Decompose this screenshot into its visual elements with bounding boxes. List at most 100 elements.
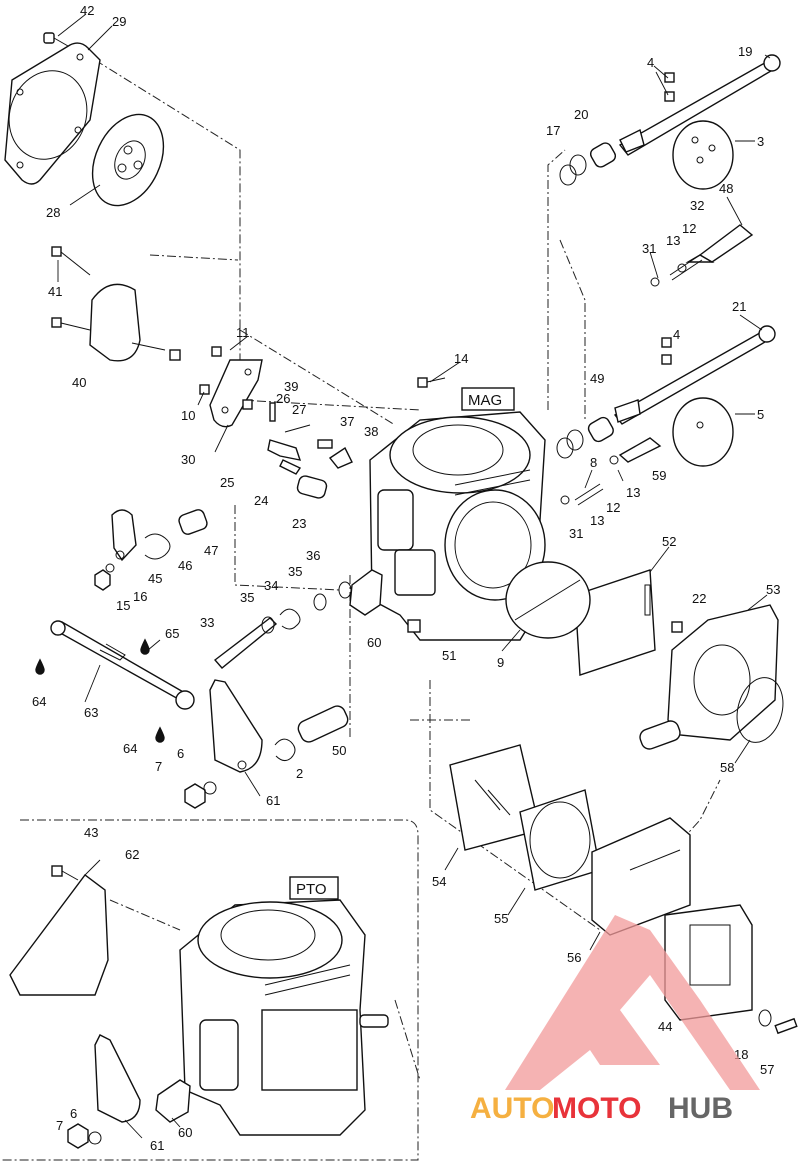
callout: 6: [177, 746, 184, 761]
callout: 12: [606, 500, 620, 515]
washer-18-screw-57: [758, 1009, 798, 1035]
callout: 13: [626, 485, 640, 500]
needle-59: [609, 437, 662, 465]
linkage-rod-63: [50, 620, 195, 710]
callout: 33: [200, 615, 214, 630]
callout: 35: [288, 564, 302, 579]
spring-12-lower: [560, 483, 604, 506]
callout: 39: [284, 379, 298, 394]
pto-inset-frame: [0, 819, 419, 1161]
callout: 31: [642, 241, 656, 256]
callout: 14: [454, 351, 468, 366]
callout: 3: [757, 134, 764, 149]
watermark-moto: MOTO: [552, 1092, 641, 1125]
callout: 32: [690, 198, 704, 213]
bushing-49: [587, 416, 614, 443]
throttle-plate-5: [672, 397, 734, 467]
pto-label: PTO: [296, 881, 327, 898]
grease-drops-64-65: [35, 638, 165, 743]
callout: 56: [567, 950, 581, 965]
callout: 64: [123, 741, 137, 756]
assembly-lines: [94, 59, 721, 1081]
oring-58: [736, 677, 784, 743]
callout: 55: [494, 911, 508, 926]
screws-41: [51, 246, 91, 331]
callout: 2: [296, 766, 303, 781]
filter-screen-9: [505, 561, 591, 639]
section-label-mag: MAG: [461, 387, 515, 411]
mag-label: MAG: [468, 392, 502, 409]
section-label-pto: PTO: [289, 876, 339, 900]
idle-screw-33-36: [213, 581, 352, 669]
callout: 60: [367, 635, 381, 650]
callout: 30: [181, 452, 195, 467]
callout: 28: [46, 205, 60, 220]
callout: 10: [181, 408, 195, 423]
callout: 34: [264, 578, 278, 593]
screw-42: [43, 32, 69, 47]
callout: 29: [112, 14, 126, 29]
callout: 43: [84, 825, 98, 840]
callout: 6: [70, 1106, 77, 1121]
throttle-plate-3: [672, 120, 734, 190]
callout: 59: [652, 468, 666, 483]
watermark-hub: HUB: [668, 1092, 733, 1125]
callout: 16: [133, 589, 147, 604]
choke-assembly-40: [89, 283, 181, 362]
callout-numbers: 42 29 28 41 40 11 10 30 39 26 27 37 38 2…: [32, 3, 780, 1153]
lever-assembly-45-47: [94, 509, 208, 591]
callout: 9: [497, 655, 504, 670]
callout: 7: [56, 1118, 63, 1133]
fuel-pump-cover-53: [639, 604, 779, 750]
callout: 4: [647, 55, 654, 70]
callout: 13: [590, 513, 604, 528]
bracket-62: [9, 865, 109, 996]
callout: 21: [732, 299, 746, 314]
callout: 36: [306, 548, 320, 563]
callout: 42: [80, 3, 94, 18]
callout: 61: [150, 1138, 164, 1153]
callout: 52: [662, 534, 676, 549]
callout: 31: [569, 526, 583, 541]
callout: 27: [292, 402, 306, 417]
watermark-logo: AUTO MOTO HUB: [470, 915, 760, 1125]
watermark-auto: AUTO: [470, 1092, 554, 1125]
callout: 35: [240, 590, 254, 605]
callout: 49: [590, 371, 604, 386]
callout: 46: [178, 558, 192, 573]
callout: 7: [155, 759, 162, 774]
diaphragm-cover-29: [4, 42, 101, 185]
throttle-lever-61: [184, 679, 296, 809]
callout-leaders: [57, 13, 771, 1139]
callout: 57: [760, 1062, 774, 1077]
throttle-lever-61-pto: [67, 1034, 141, 1149]
screw-14: [417, 377, 446, 388]
callout: 60: [178, 1125, 192, 1140]
callout: 47: [204, 543, 218, 558]
callout: 45: [148, 571, 162, 586]
callout: 65: [165, 626, 179, 641]
orings-8: [556, 429, 584, 459]
callout: 24: [254, 493, 268, 508]
bracket-60-pto: [155, 1079, 191, 1123]
callout: 20: [574, 107, 588, 122]
callout: 4: [673, 327, 680, 342]
callout: 40: [72, 375, 86, 390]
callout: 62: [125, 847, 139, 862]
callout: 22: [692, 591, 706, 606]
bracket-30: [199, 346, 263, 428]
watermark-triangle: [505, 915, 760, 1090]
diaphragm-28: [91, 113, 165, 207]
callout: 37: [340, 414, 354, 429]
throttle-shaft-19: [618, 54, 781, 156]
callout: 41: [48, 284, 62, 299]
bracket-60-mag: [349, 569, 383, 616]
callout: 48: [719, 181, 733, 196]
callout: 58: [720, 760, 734, 775]
callout: 44: [658, 1019, 672, 1034]
callout: 54: [432, 874, 446, 889]
callout: 25: [220, 475, 234, 490]
bushing-20: [589, 142, 617, 168]
callout: 15: [116, 598, 130, 613]
